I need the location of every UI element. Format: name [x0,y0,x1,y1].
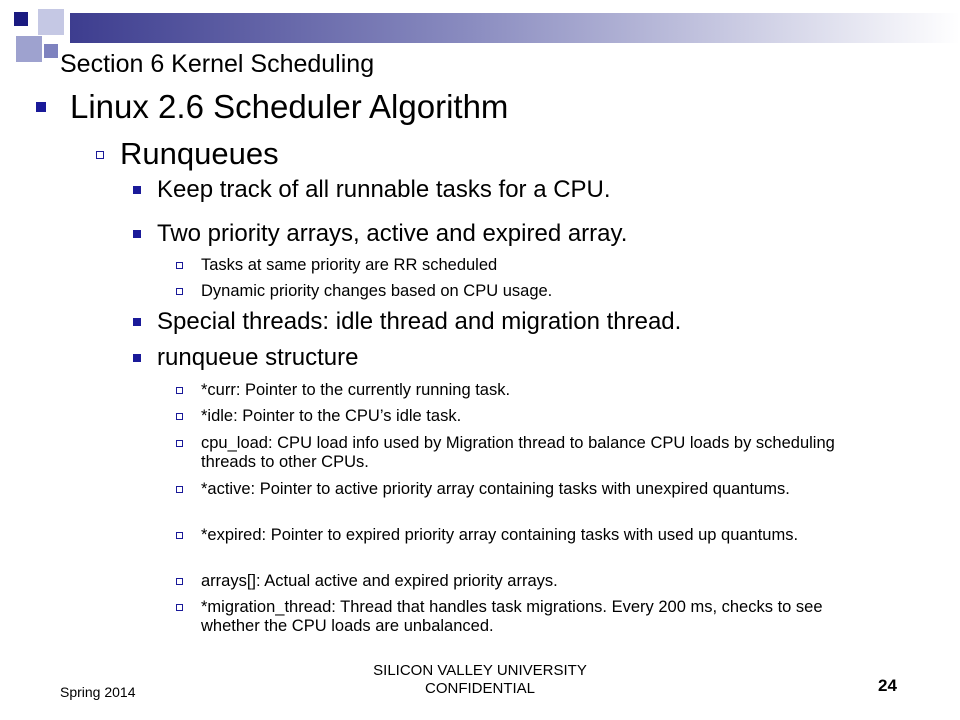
square-bullet-icon [133,318,141,326]
header-gradient-bar [70,13,960,43]
square-bullet-icon [133,186,141,194]
hollow-square-bullet-icon [176,440,183,447]
square-bullet-icon [133,354,141,362]
point-text: Two priority arrays, active and expired … [157,220,628,247]
decor-square-light [38,9,64,35]
decor-square-dark [14,12,28,26]
hollow-square-bullet-icon [176,288,183,295]
point-text: runqueue structure [157,344,359,371]
subpoint-text: cpu_load: CPU load info used by Migratio… [201,434,835,471]
subpoint-text: arrays[]: Actual active and expired prio… [201,572,558,590]
footer-date: Spring 2014 [60,684,136,700]
subpoint-text: *migration_thread: Thread that handles t… [201,598,823,635]
subpoint-text: Dynamic priority changes based on CPU us… [201,282,553,300]
square-bullet-icon [36,102,46,112]
section-title: Section 6 Kernel Scheduling [60,50,375,78]
hollow-square-bullet-icon [176,262,183,269]
hollow-square-bullet-icon [176,387,183,394]
subpoint-text: Tasks at same priority are RR scheduled [201,256,498,274]
page-number: 24 [878,676,897,695]
subpoint-text: *idle: Pointer to the CPU’s idle task. [201,407,462,425]
subpoint-text: *active: Pointer to active priority arra… [201,480,790,498]
hollow-square-bullet-icon [176,532,183,539]
hollow-square-bullet-icon [96,151,104,159]
decor-square-mid [16,36,42,62]
hollow-square-bullet-icon [176,604,183,611]
decor-square-small [44,44,58,58]
square-bullet-icon [133,230,141,238]
hollow-square-bullet-icon [176,486,183,493]
subpoint-text: *curr: Pointer to the currently running … [201,381,511,399]
heading-text: Linux 2.6 Scheduler Algorithm [70,88,509,125]
hollow-square-bullet-icon [176,413,183,420]
hollow-square-bullet-icon [176,578,183,585]
point-text: Keep track of all runnable tasks for a C… [157,176,611,203]
point-text: Special threads: idle thread and migrati… [157,308,682,335]
subpoint-text: *expired: Pointer to expired priority ar… [201,526,799,544]
subheading-text: Runqueues [120,136,279,171]
footer-confidential: SILICON VALLEY UNIVERSITY CONFIDENTIAL [373,662,587,697]
